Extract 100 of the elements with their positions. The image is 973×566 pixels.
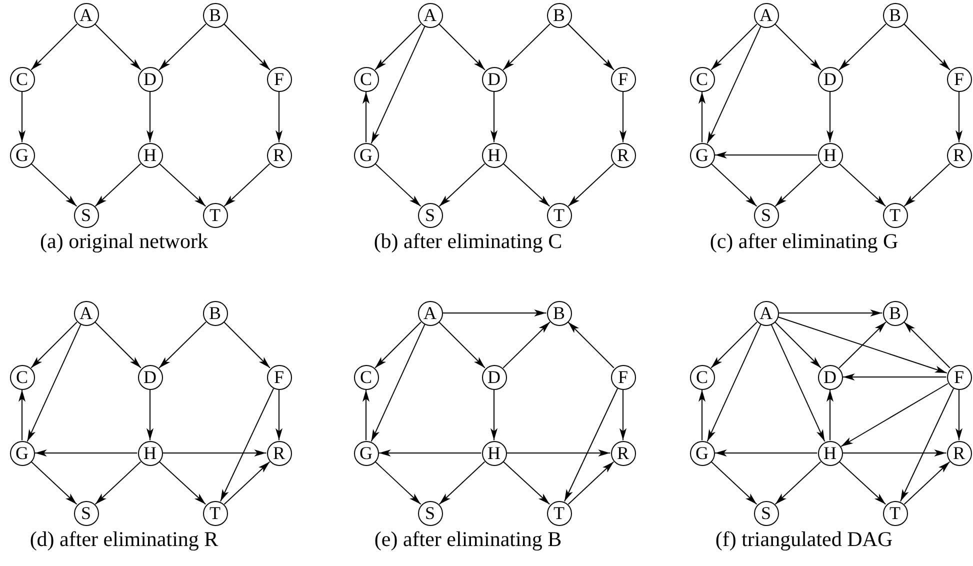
node-circle: H (818, 142, 842, 168)
node-circle: C (690, 66, 714, 92)
node-circle: G (690, 440, 714, 466)
node-circle: C (10, 364, 34, 390)
node-circle: H (138, 142, 162, 168)
arrow (778, 310, 883, 316)
arrow (220, 388, 274, 502)
node-circle: B (202, 2, 228, 28)
arrow (224, 461, 270, 505)
node-circle: B (882, 2, 908, 28)
arrow (502, 461, 550, 505)
arrow (956, 389, 962, 441)
arrow (842, 450, 947, 456)
arrow (502, 24, 550, 70)
arrow (18, 389, 26, 441)
node-circle: B (882, 300, 908, 326)
node-circle: R (266, 142, 292, 168)
node-circle: D (138, 364, 162, 390)
node-circle: A (74, 2, 98, 28)
node-circle: H (482, 142, 506, 168)
arrow (30, 24, 78, 70)
arrow (698, 91, 706, 143)
node-circle: S (74, 202, 98, 228)
node-circle: R (946, 142, 972, 168)
node-circle: H (482, 440, 506, 466)
node-circle: B (546, 2, 572, 28)
arrow (706, 324, 762, 442)
arrow (778, 316, 948, 374)
node-circle: G (690, 142, 714, 168)
arrow (502, 163, 550, 207)
node-circle: S (418, 500, 442, 526)
panel-caption: (a) original network (40, 229, 208, 254)
arrow (438, 322, 486, 368)
node-circle: A (754, 300, 778, 326)
node-circle: D (138, 66, 162, 92)
arrow (276, 389, 282, 441)
node-circle: T (202, 500, 228, 526)
arrow (774, 163, 822, 207)
arrow (18, 91, 26, 143)
panel-caption: (d) after eliminating R (30, 527, 218, 552)
arrow (904, 322, 950, 368)
arrow (94, 163, 142, 207)
arrow (774, 322, 822, 368)
arrow (442, 310, 547, 316)
arrow (710, 461, 758, 505)
arrow (224, 163, 270, 207)
node-circle: R (946, 440, 972, 466)
arrow (842, 374, 947, 380)
arrow (362, 389, 370, 441)
node-circle: S (418, 202, 442, 228)
node-circle: S (74, 500, 98, 526)
node-circle: F (610, 364, 636, 390)
arrow (904, 461, 950, 505)
arrow (774, 24, 822, 70)
panel-caption: (b) after eliminating C (374, 229, 562, 254)
node-circle: F (266, 364, 292, 390)
arrow (224, 24, 270, 70)
arrow (826, 389, 834, 441)
node-circle: T (882, 202, 908, 228)
arrow (94, 24, 142, 70)
node-circle: S (754, 202, 778, 228)
arrow (838, 322, 886, 368)
node-circle: R (610, 440, 636, 466)
arrow (370, 324, 426, 442)
arrow (714, 152, 818, 158)
panel-caption: (e) after eliminating B (374, 527, 562, 552)
arrow (568, 163, 614, 207)
arrow (826, 91, 834, 143)
node-circle: R (266, 440, 292, 466)
arrow (564, 388, 618, 502)
arrow (158, 461, 206, 505)
arrow (838, 24, 886, 70)
node-circle: F (946, 364, 972, 390)
node-circle: D (818, 364, 842, 390)
arrow (374, 461, 422, 505)
arrow (30, 322, 78, 368)
arrow (438, 461, 486, 505)
arrow (374, 24, 422, 70)
arrow (30, 163, 78, 207)
arrow (506, 450, 611, 456)
arrow (224, 322, 270, 368)
node-circle: B (546, 300, 572, 326)
arrow (146, 91, 154, 143)
arrow (568, 322, 614, 368)
arrow (706, 26, 762, 144)
arrow (370, 26, 426, 144)
arrow (904, 24, 950, 70)
arrow (378, 450, 482, 456)
arrow (900, 388, 954, 502)
arrow (276, 91, 282, 143)
arrow (26, 324, 82, 442)
node-circle: A (74, 300, 98, 326)
arrow (34, 450, 138, 456)
arrow (158, 24, 206, 70)
arrow (568, 461, 614, 505)
arrow (710, 24, 758, 70)
arrow (502, 322, 550, 368)
node-circle: F (946, 66, 972, 92)
node-circle: F (610, 66, 636, 92)
arrow (568, 24, 614, 70)
